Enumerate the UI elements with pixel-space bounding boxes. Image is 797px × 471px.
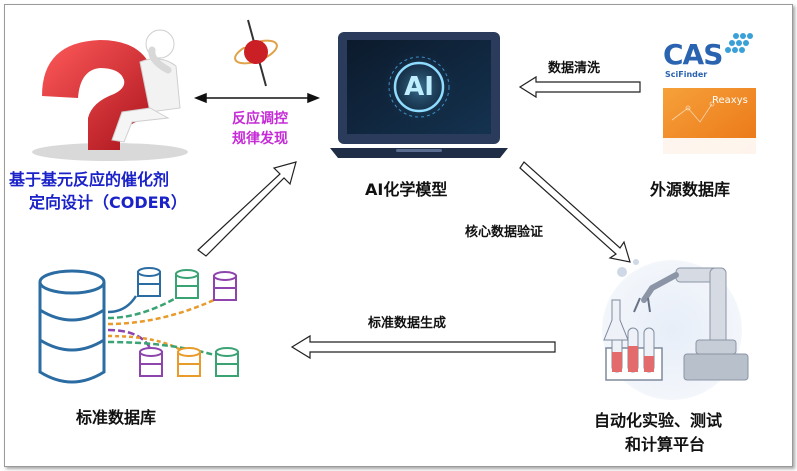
reaxys-card-icon bbox=[663, 88, 756, 154]
external-db-label: 外源数据库 bbox=[650, 180, 731, 199]
screen-ai-text: AI bbox=[404, 72, 434, 102]
reaction-control-label: 反应调控 bbox=[232, 111, 288, 127]
automation-label-line2: 和计算平台 bbox=[625, 435, 706, 454]
automation-label-line1: 自动化实验、测试 bbox=[594, 411, 723, 430]
core-validation-label: 核心数据验证 bbox=[465, 225, 544, 240]
ai-model-label: AI化学模型 bbox=[365, 180, 448, 199]
cas-logo-icon bbox=[725, 33, 753, 53]
laptop-icon bbox=[330, 32, 508, 158]
reaxys-logo-text: Reaxys bbox=[712, 95, 748, 106]
rule-discovery-label: 规律发现 bbox=[232, 131, 288, 147]
coder-label-line1: 基于基元反应的催化剂 bbox=[9, 170, 170, 189]
automation-lab-icon bbox=[602, 259, 749, 400]
thinking-figure-icon bbox=[32, 29, 188, 161]
bidirectional-arrow bbox=[193, 92, 321, 104]
feedback-arrow bbox=[197, 161, 297, 257]
cas-logo-text: CAS bbox=[663, 38, 723, 71]
frame-border bbox=[4, 4, 793, 467]
coder-label-line2: 定向设计（CODER） bbox=[29, 193, 187, 212]
core-validation-arrow bbox=[519, 161, 631, 263]
data-cleaning-label: 数据清洗 bbox=[548, 61, 601, 76]
standard-db-label: 标准数据库 bbox=[76, 408, 157, 427]
scifinder-logo-text: SciFinder bbox=[665, 70, 708, 79]
standard-database-icon bbox=[38, 267, 239, 384]
data-cleaning-arrow bbox=[518, 75, 641, 99]
standard-generation-arrow bbox=[290, 334, 556, 360]
cat-logo-text: CAT bbox=[230, 40, 248, 49]
standard-generation-label: 标准数据生成 bbox=[368, 316, 447, 331]
cat-logo-icon bbox=[234, 19, 278, 87]
